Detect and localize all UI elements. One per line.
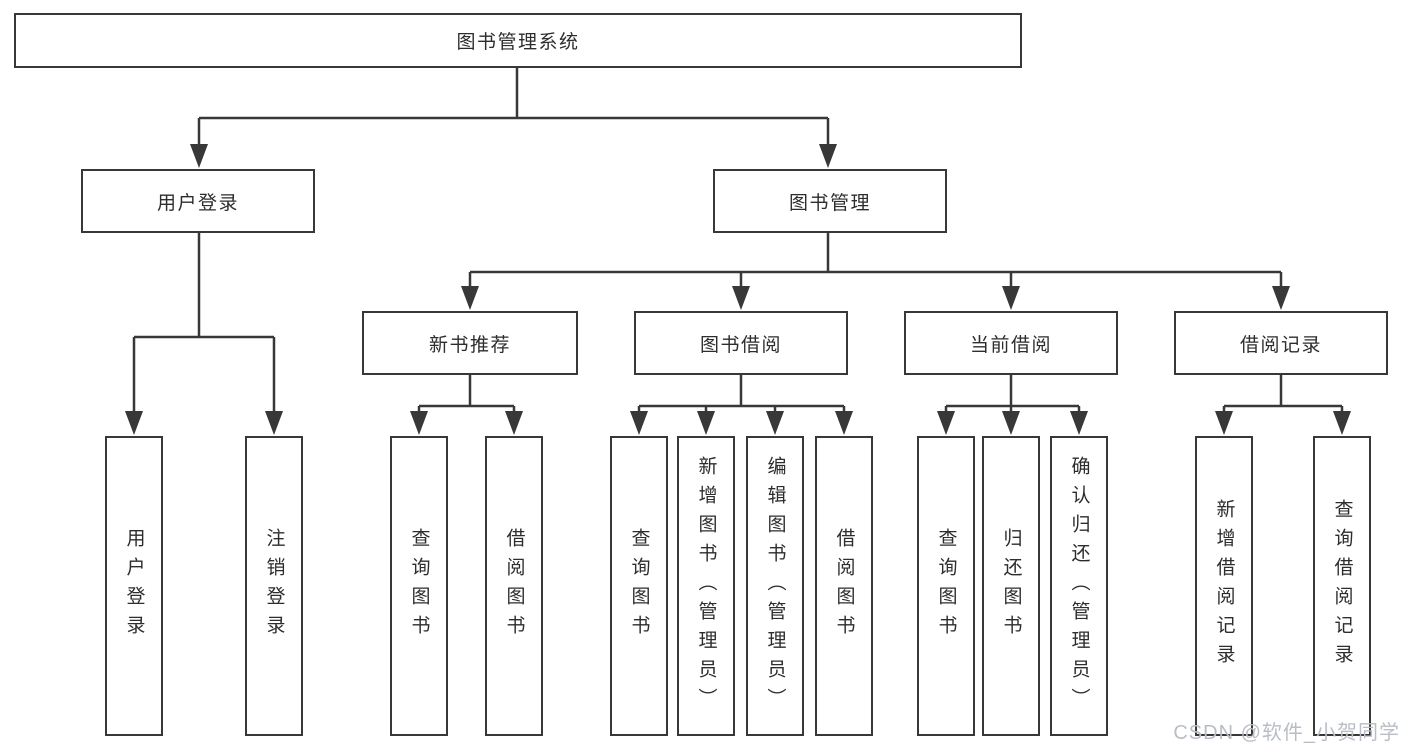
leaf-query-books-current: 查询图书 — [917, 436, 975, 736]
node-user-login: 用户登录 — [81, 169, 315, 233]
node-label: 图书管理系统 — [456, 32, 580, 53]
node-label: 新书推荐 — [428, 334, 511, 356]
node-label: 用户登录 — [156, 192, 239, 214]
leaf-label: 查询图书 — [408, 528, 430, 644]
leaf-query-books-recommend: 查询图书 — [390, 436, 448, 736]
node-book-management: 图书管理 — [713, 169, 947, 233]
arrowheads — [125, 144, 1351, 435]
node-label: 借阅记录 — [1239, 334, 1322, 356]
leaf-confirm-return-admin: 确认归还（管理员） — [1050, 436, 1108, 736]
node-borrowing-records: 借阅记录 — [1174, 311, 1388, 375]
leaf-borrow-books-borrowing: 借阅图书 — [815, 436, 873, 736]
leaf-label: 编辑图书（管理员） — [764, 455, 786, 717]
leaf-label: 用户登录 — [123, 528, 145, 644]
leaf-label: 借阅图书 — [503, 528, 525, 644]
leaf-label: 确认归还（管理员） — [1068, 455, 1090, 717]
leaf-query-borrow-record: 查询借阅记录 — [1313, 436, 1371, 736]
leaf-label: 查询图书 — [628, 528, 650, 644]
leaf-label: 借阅图书 — [833, 528, 855, 644]
leaf-label: 查询图书 — [935, 528, 957, 644]
leaf-logout: 注销登录 — [245, 436, 303, 736]
node-new-book-recommendation: 新书推荐 — [362, 311, 578, 375]
leaf-label: 新增借阅记录 — [1213, 499, 1235, 673]
node-label: 图书借阅 — [699, 334, 782, 356]
leaf-add-books-admin: 新增图书（管理员） — [677, 436, 735, 736]
leaf-add-borrow-record: 新增借阅记录 — [1195, 436, 1253, 736]
node-label: 当前借阅 — [969, 334, 1052, 356]
leaf-label: 新增图书（管理员） — [695, 455, 717, 717]
node-label: 图书管理 — [788, 192, 871, 214]
leaf-borrow-books-recommend: 借阅图书 — [485, 436, 543, 736]
leaf-label: 注销登录 — [263, 528, 285, 644]
leaf-label: 查询借阅记录 — [1331, 499, 1353, 673]
leaf-edit-books-admin: 编辑图书（管理员） — [746, 436, 804, 736]
node-book-borrowing: 图书借阅 — [634, 311, 848, 375]
node-library-management-system: 图书管理系统 — [14, 13, 1022, 68]
leaf-label: 归还图书 — [1000, 528, 1022, 644]
csdn-watermark: CSDN @软件_小贺同学 — [1173, 722, 1400, 744]
leaf-query-books-borrowing: 查询图书 — [610, 436, 668, 736]
leaf-user-login: 用户登录 — [105, 436, 163, 736]
node-current-borrowing: 当前借阅 — [904, 311, 1118, 375]
leaf-return-books: 归还图书 — [982, 436, 1040, 736]
